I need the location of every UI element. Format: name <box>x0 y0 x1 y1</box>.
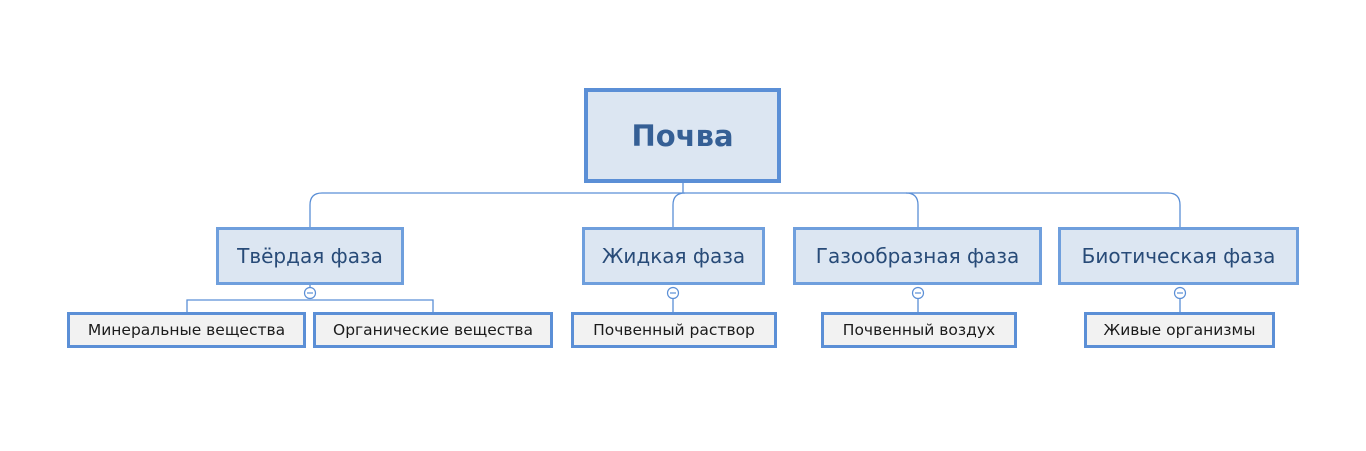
component-label: Живые организмы <box>1103 321 1256 339</box>
phase-connectors <box>186 285 1181 312</box>
phase-label: Биотическая фаза <box>1081 244 1276 268</box>
component-node-living[interactable]: Живые организмы <box>1084 312 1275 348</box>
component-label: Минеральные вещества <box>87 321 286 339</box>
component-label: Почвенный воздух <box>842 321 996 339</box>
phase-label: Твёрдая фаза <box>237 244 383 268</box>
root-label: Почва <box>631 118 734 153</box>
root-node[interactable]: Почва <box>584 88 781 183</box>
collapse-toggle-liquid[interactable] <box>666 286 680 300</box>
collapse-toggle-solid[interactable] <box>303 286 317 300</box>
phase-node-liquid[interactable]: Жидкая фаза <box>582 227 765 285</box>
component-label: Органические вещества <box>333 321 533 339</box>
phase-node-solid[interactable]: Твёрдая фаза <box>216 227 404 285</box>
component-node-air[interactable]: Почвенный воздух <box>821 312 1017 348</box>
component-node-organic[interactable]: Органические вещества <box>313 312 553 348</box>
component-node-solution[interactable]: Почвенный раствор <box>571 312 777 348</box>
component-label: Почвенный раствор <box>593 321 755 339</box>
collapse-toggle-biotic[interactable] <box>1173 286 1187 300</box>
collapse-toggle-gas[interactable] <box>911 286 925 300</box>
component-node-mineral[interactable]: Минеральные вещества <box>67 312 306 348</box>
phase-node-gas[interactable]: Газообразная фаза <box>793 227 1042 285</box>
phase-label: Газообразная фаза <box>815 244 1020 268</box>
phase-node-biotic[interactable]: Биотическая фаза <box>1058 227 1299 285</box>
phase-label: Жидкая фаза <box>601 244 746 268</box>
root-connectors <box>309 183 1181 227</box>
